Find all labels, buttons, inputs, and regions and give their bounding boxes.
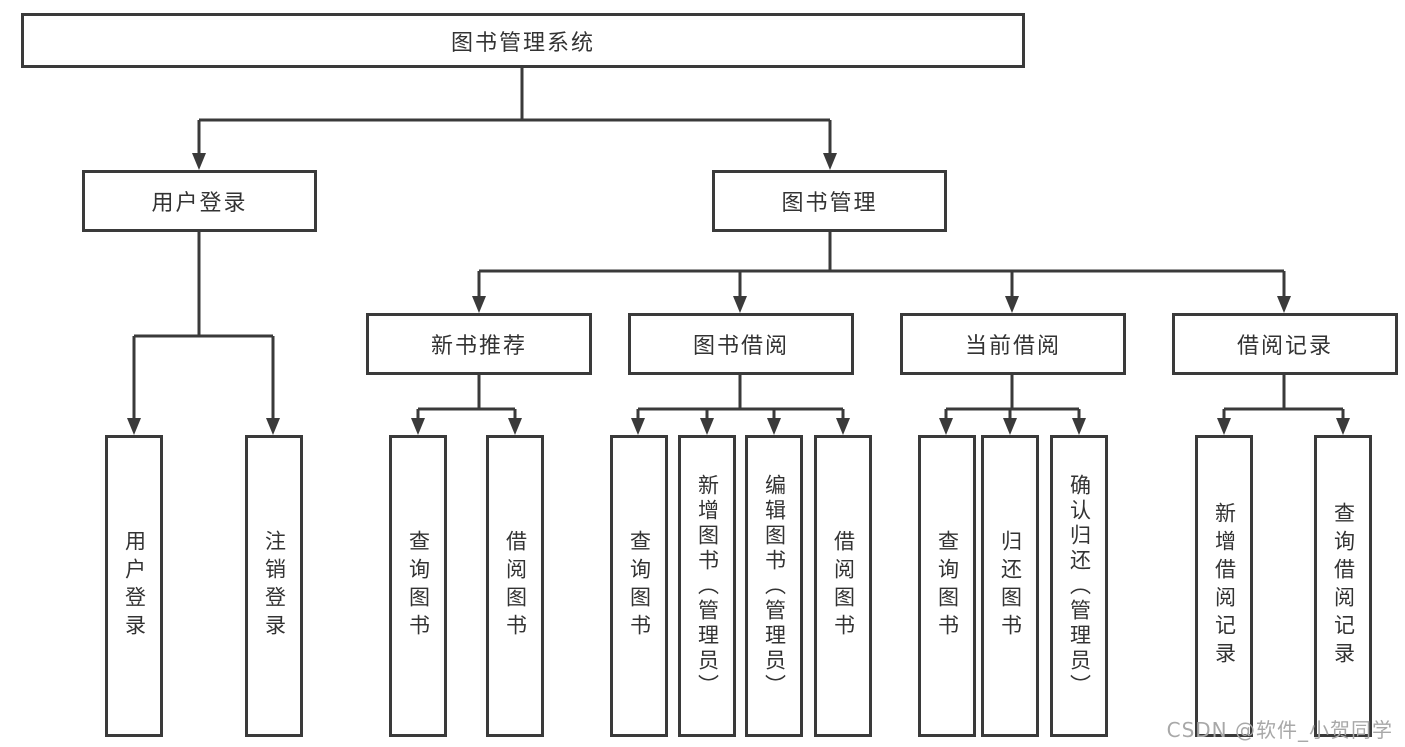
leaf-edit-books-admin: 编辑图书（管理员） <box>745 435 803 737</box>
leaf-borrow-books-borrowing: 借阅图书 <box>814 435 872 737</box>
node-current-borrowing: 当前借阅 <box>900 313 1126 375</box>
connector-bookmgmt-to-level3 <box>472 232 1291 313</box>
leaf-return-books: 归还图书 <box>981 435 1039 737</box>
leaf-user-login: 用户登录 <box>105 435 163 737</box>
connector-userlogin-to-leaves <box>127 232 280 435</box>
node-book-management: 图书管理 <box>712 170 947 232</box>
node-new-book-recommend: 新书推荐 <box>366 313 592 375</box>
node-borrowing-records: 借阅记录 <box>1172 313 1398 375</box>
connector-current-to-leaves <box>939 375 1086 435</box>
connector-borrowing-to-leaves <box>631 375 850 435</box>
leaf-add-borrow-record: 新增借阅记录 <box>1195 435 1253 737</box>
connector-root-to-level2 <box>192 68 837 170</box>
leaf-borrow-books-recommend: 借阅图书 <box>486 435 544 737</box>
leaf-query-books-borrowing: 查询图书 <box>610 435 668 737</box>
leaf-query-books-current: 查询图书 <box>918 435 976 737</box>
leaf-query-books-recommend: 查询图书 <box>389 435 447 737</box>
leaf-confirm-return-admin: 确认归还（管理员） <box>1050 435 1108 737</box>
connector-records-to-leaves <box>1217 375 1350 435</box>
leaf-logout: 注销登录 <box>245 435 303 737</box>
connector-newbooks-to-leaves <box>411 375 522 435</box>
leaf-query-borrow-record: 查询借阅记录 <box>1314 435 1372 737</box>
leaf-add-books-admin: 新增图书（管理员） <box>678 435 736 737</box>
node-user-login: 用户登录 <box>82 170 317 232</box>
node-book-borrowing: 图书借阅 <box>628 313 854 375</box>
csdn-watermark: CSDN @软件_小贺同学 <box>1166 718 1393 742</box>
node-library-management-system: 图书管理系统 <box>21 13 1025 68</box>
